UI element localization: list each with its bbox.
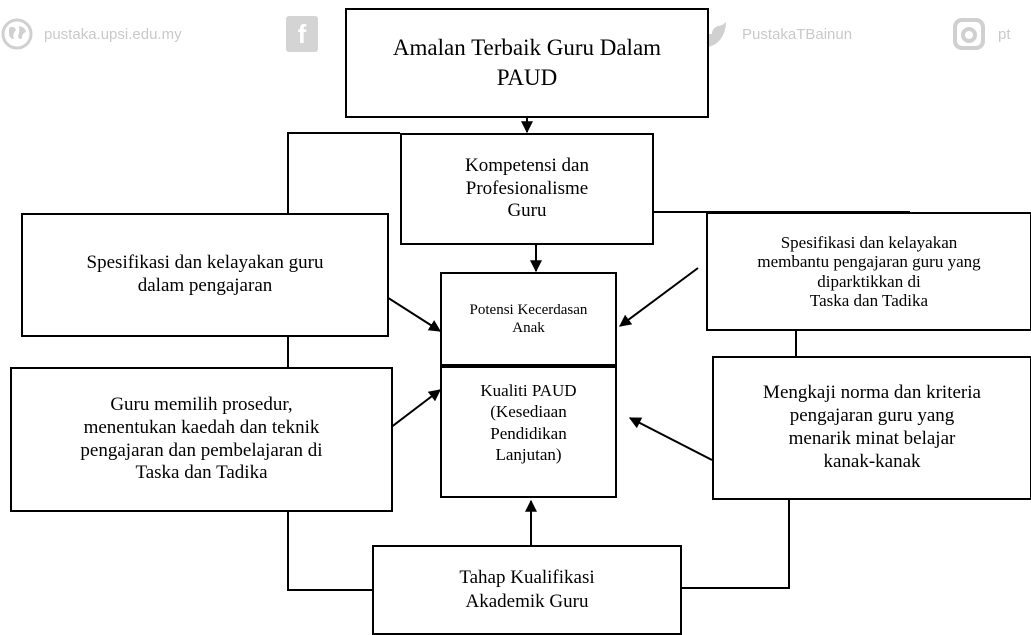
quality-line-2: (Kesediaan <box>490 402 567 422</box>
title-line-1: Amalan Terbaik Guru Dalam <box>392 35 662 61</box>
method-line-3: pengajaran dan pembelajaran di <box>80 439 323 461</box>
title-line-2: PAUD <box>496 65 558 90</box>
spec-right-line-1: Spesifikasi dan kelayakan <box>780 233 958 253</box>
competency-line-2: Profesionalisme <box>465 177 589 199</box>
connector-norms-to-academic <box>682 500 790 589</box>
competency-box: Kompetensi dan Profesionalisme Guru <box>400 133 654 245</box>
watermark-twitter-handle: PustakaTBainun <box>742 25 853 43</box>
norms-box: Mengkaji norma dan kriteria pengajaran g… <box>712 356 1031 500</box>
spec-left-line-1: Spesifikasi dan kelayakan guru <box>86 252 324 274</box>
connector-method-to-academic <box>287 512 372 591</box>
spec-left-line-2: dalam pengajaran <box>137 275 273 296</box>
method-line-2: menentukan kaedah dan teknik <box>83 416 320 438</box>
spec-right-line-3: diparktikkan di <box>817 271 921 291</box>
instagram-icon <box>952 17 986 51</box>
arrow-norms-to-quality <box>628 417 713 461</box>
academic-line-1: Tahap Kualifikasi <box>459 567 595 589</box>
watermark-instagram-text: pt <box>998 25 1011 43</box>
quality-line-4: Lanjutan) <box>495 444 562 464</box>
norms-line-3: menarik minat belajar <box>788 428 956 449</box>
method-line-4: Taska dan Tadika <box>135 462 268 484</box>
method-line-1: Guru memilih prosedur, <box>110 393 293 415</box>
competency-line-1: Kompetensi dan <box>464 154 589 176</box>
method-box: Guru memilih prosedur, menentukan kaedah… <box>10 367 393 512</box>
potential-line-1: Potensi Kecerdasan <box>469 302 588 318</box>
facebook-icon: f <box>286 16 318 52</box>
academic-box: Tahap Kualifikasi Akademik Guru <box>372 545 682 635</box>
watermark-facebook: f <box>286 4 318 64</box>
potential-box: Potensi Kecerdasan Anak <box>440 272 617 366</box>
title-box: Amalan Terbaik Guru Dalam PAUD <box>345 8 709 118</box>
spec-right-box: Spesifikasi dan kelayakan membantu penga… <box>706 212 1031 331</box>
watermark-site-text: pustaka.upsi.edu.my <box>44 25 182 43</box>
norms-line-1: Mengkaji norma dan kriteria <box>763 382 981 404</box>
spec-left-box: Spesifikasi dan kelayakan guru dalam pen… <box>21 213 389 337</box>
potential-line-2: Anak <box>512 320 545 336</box>
globe-icon <box>0 17 34 51</box>
watermark-instagram: pt <box>952 4 1011 64</box>
quality-line-1: Kualiti PAUD <box>480 381 577 400</box>
connector-left-frame <box>287 132 400 213</box>
academic-line-2: Akademik Guru <box>465 591 589 612</box>
competency-line-3: Guru <box>507 200 547 222</box>
arrow-specright-to-potential <box>619 267 699 327</box>
watermark-site: pustaka.upsi.edu.my <box>0 4 182 64</box>
quality-box: Kualiti PAUD (Kesediaan Pendidikan Lanju… <box>440 366 617 498</box>
norms-line-4: kanak-kanak <box>823 450 921 472</box>
quality-line-3: Pendidikan <box>490 423 567 443</box>
norms-line-2: pengajaran guru yang <box>789 405 955 427</box>
spec-right-line-4: Taska dan Tadika <box>809 290 929 310</box>
spec-right-line-2: membantu pengajaran guru yang <box>757 252 981 272</box>
